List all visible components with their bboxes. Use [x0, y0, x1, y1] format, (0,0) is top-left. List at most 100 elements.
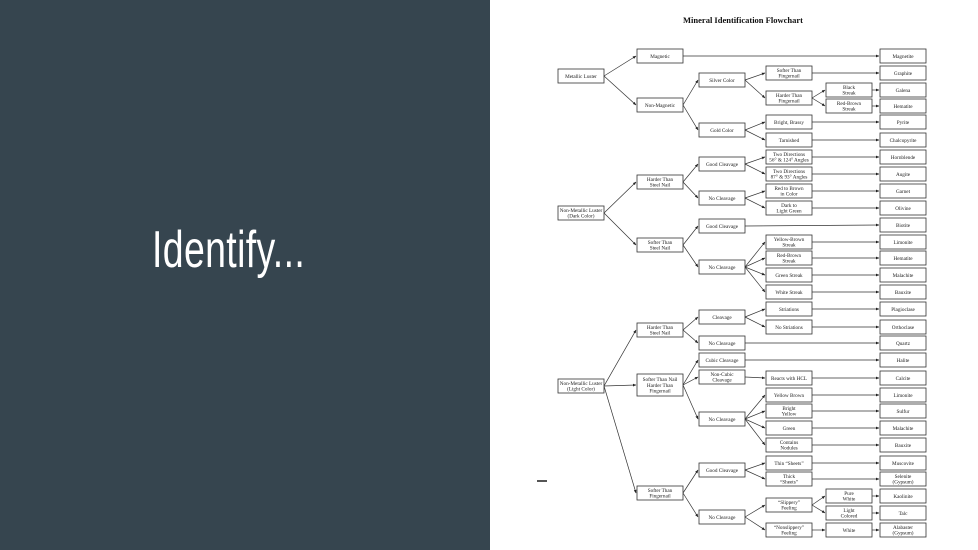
- node-box: [879, 455, 927, 471]
- node-label: No Cleavage: [709, 515, 737, 521]
- flowchart-mineral-result: Malachite: [879, 420, 927, 436]
- flowchart-step-node: White Streak: [765, 284, 813, 300]
- node-box: [698, 190, 746, 206]
- node-label: Steel Nail: [650, 331, 671, 337]
- flowchart-arrow: [744, 462, 766, 471]
- node-label: No Cleavage: [709, 417, 737, 423]
- node-label: Softer Than: [648, 239, 673, 246]
- node-box: [879, 403, 927, 419]
- flowchart-arrow: [744, 418, 766, 429]
- flowchart-arrow: [682, 376, 699, 386]
- flowchart-mineral-result: Biotite: [879, 217, 927, 233]
- node-box: [879, 471, 927, 487]
- flowchart-arrow: [682, 225, 699, 246]
- node-label: Graphite: [894, 71, 913, 77]
- node-label: Silver Color: [709, 78, 735, 84]
- node-box: [765, 420, 813, 436]
- node-box: [879, 234, 927, 250]
- node-box: [879, 284, 927, 300]
- node-box: [879, 250, 927, 266]
- node-box: [879, 114, 927, 130]
- node-label: Olivine: [895, 206, 911, 212]
- node-label: 56° & 124° Angles: [769, 157, 808, 164]
- node-box: [765, 149, 813, 165]
- node-label: Two Directions: [773, 169, 805, 175]
- node-label: Red-Brown: [837, 101, 862, 107]
- node-box: [698, 509, 746, 525]
- node-label: Plagioclase: [891, 307, 915, 313]
- node-box: [557, 205, 605, 221]
- node-label: Metallic Luster: [565, 74, 597, 80]
- flowchart-arrow: [744, 266, 766, 293]
- node-label: Reacts with HCL: [771, 376, 807, 382]
- node-box: [825, 488, 873, 504]
- flowchart-step-node: Tarnished: [765, 132, 813, 148]
- node-box: [765, 370, 813, 386]
- node-box: [698, 309, 746, 325]
- flowchart-step-node: No Cleavage: [698, 335, 746, 351]
- node-box: [698, 156, 746, 172]
- node-box: [698, 218, 746, 234]
- node-box: [636, 322, 684, 338]
- flowchart-step-node: Cubic Cleavage: [698, 352, 746, 368]
- flowchart-step-node: Non-Metallic Luster(Light Color): [557, 378, 605, 394]
- flowchart-arrow: [682, 329, 699, 344]
- node-box: [765, 183, 813, 199]
- node-label: Colored: [841, 514, 858, 520]
- flowchart-mineral-result: Alabaster(Gypsum): [879, 522, 927, 538]
- flowchart-mineral-result: Garnet: [879, 183, 927, 199]
- flowchart-mineral-result: Sulfur: [879, 403, 927, 419]
- node-label: Fingernail: [778, 99, 800, 105]
- node-label: Red to Brown: [774, 186, 804, 192]
- node-label: “Nonslippery”: [774, 524, 805, 531]
- node-box: [879, 301, 927, 317]
- node-box: [765, 497, 813, 513]
- node-label: Bright: [782, 406, 796, 412]
- flowchart-step-node: Non-Magnetic: [636, 97, 684, 113]
- node-label: Garnet: [896, 189, 911, 195]
- node-box: [879, 183, 927, 199]
- slide-title: Identify...: [152, 221, 306, 279]
- flowchart-step-node: Cleavage: [698, 309, 746, 325]
- node-label: No Cleavage: [709, 265, 737, 271]
- node-label: Malachite: [893, 426, 914, 432]
- node-label: Cubic Cleavage: [706, 358, 740, 364]
- flowchart-mineral-result: Hornblende: [879, 149, 927, 165]
- node-label: No Cleavage: [709, 341, 737, 347]
- node-label: Good Cleavage: [706, 224, 739, 230]
- flowchart-arrow: [682, 181, 699, 199]
- flowchart-arrow: [744, 163, 766, 175]
- node-label: “Slippery”: [778, 499, 801, 506]
- flowchart-arrow: [682, 316, 699, 331]
- flowchart-step-node: Reacts with HCL: [765, 370, 813, 386]
- node-label: Steel Nail: [650, 183, 671, 189]
- node-label: Yellow: [782, 412, 797, 418]
- flowchart-arrow: [744, 266, 766, 276]
- node-box: [765, 132, 813, 148]
- node-label: Fingernail: [649, 494, 671, 500]
- flowchart-arrow: [811, 504, 826, 514]
- flowchart-arrow: [603, 385, 637, 494]
- node-label: Tarnished: [779, 138, 800, 144]
- node-label: Green Streak: [775, 273, 803, 279]
- flowchart-arrow: [682, 104, 699, 131]
- flowchart-arrow: [744, 504, 766, 518]
- node-label: (Gypsum): [892, 530, 913, 537]
- flowchart-step-node: Silver Color: [698, 72, 746, 88]
- node-box: [765, 114, 813, 130]
- node-box: [636, 237, 684, 253]
- node-label: Softer Than: [648, 487, 673, 494]
- node-box: [557, 68, 605, 84]
- flowchart-step-node: Green Streak: [765, 267, 813, 283]
- node-label: No Striations: [775, 325, 803, 331]
- node-label: Alabaster: [893, 525, 913, 531]
- node-box: [636, 174, 684, 190]
- flowchart-step-node: Good Cleavage: [698, 218, 746, 234]
- node-box: [765, 319, 813, 335]
